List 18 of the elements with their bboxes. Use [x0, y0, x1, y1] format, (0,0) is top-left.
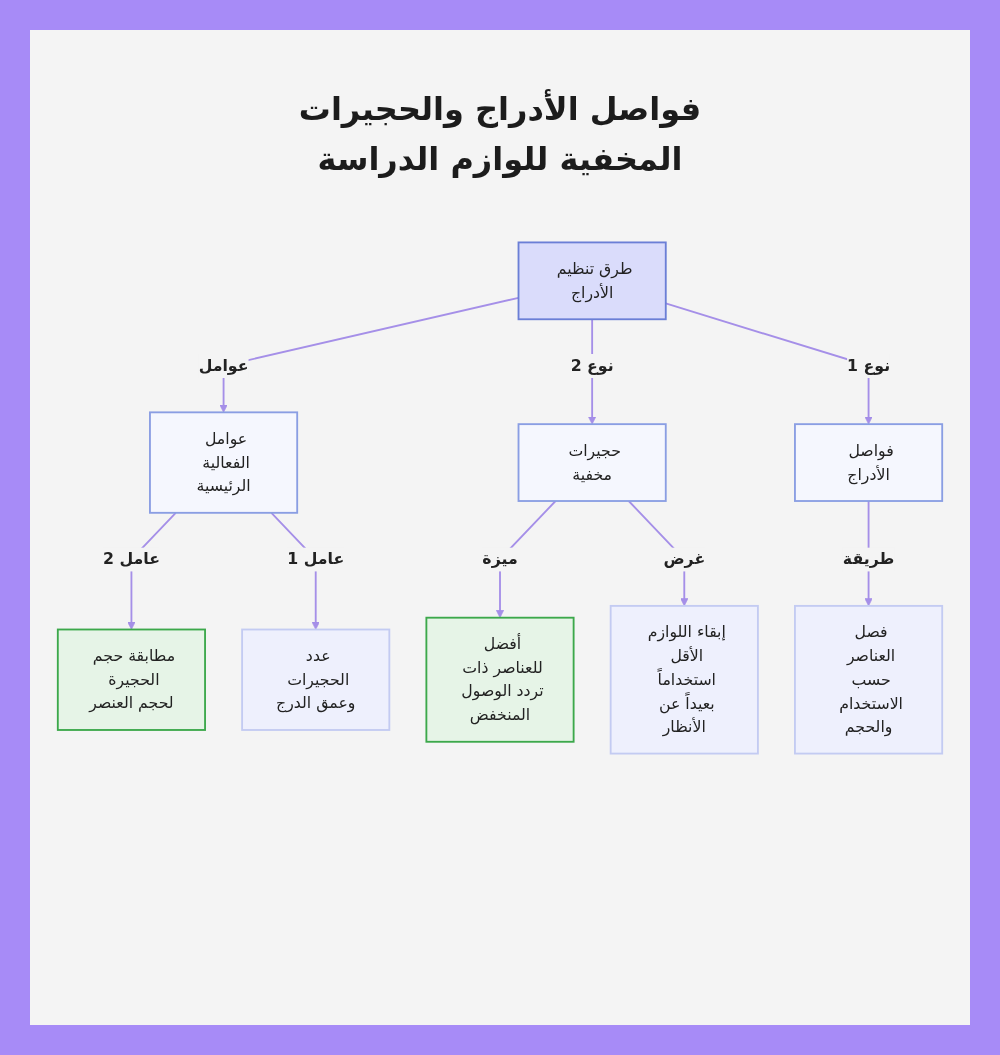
node-box: مطابقة حجم الحجيرة لحجم العنصر [56, 628, 206, 731]
edge-label: عوامل [198, 355, 249, 375]
edge-label: ميزة [482, 549, 518, 568]
node-box: فصل العناصر حسب الاستخدام والحجم [794, 604, 944, 755]
node-box: طرق تنظيم الأدراج [517, 241, 667, 321]
node-box: حجيرات مخفية [517, 423, 667, 502]
title: فواصل الأدراج والحجيرات المخفية للوازم الدراسة [297, 88, 703, 180]
edge-label: طريقة [842, 549, 895, 568]
edge-label: نوع 1 [847, 355, 891, 375]
node-box: عوامل الفعالية الرئيسية [149, 411, 299, 514]
node-box: أفضل للعناصر ذات تردد الوصول المنخفض [425, 616, 575, 743]
edge-label: عامل 1 [287, 549, 345, 568]
edge-label: نوع 2 [570, 355, 614, 375]
node-box: عدد الحجيرات وعمق الدرج [241, 628, 391, 731]
edge-label: غرض [663, 549, 706, 568]
node-box: إبقاء اللوازم الأقل استخداماً بعيداً عن الأنظار [609, 604, 759, 755]
edge-label: عامل 2 [102, 549, 160, 568]
node-box: فواصل الأدراج [794, 423, 944, 502]
